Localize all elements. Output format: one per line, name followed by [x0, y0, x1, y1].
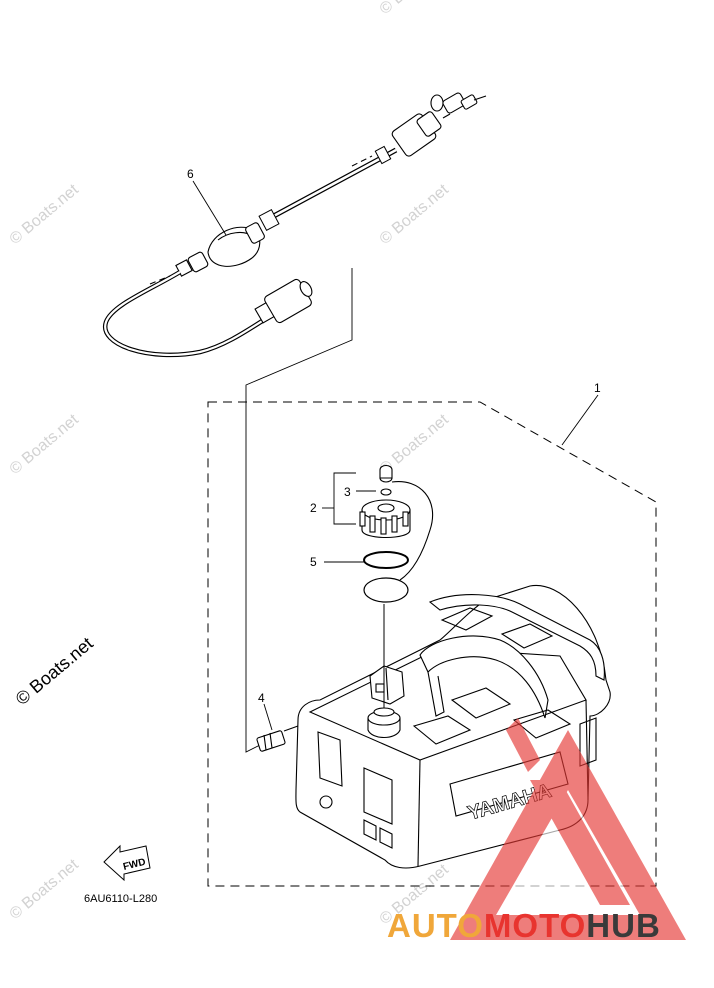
callout-3: 3 — [344, 485, 351, 499]
diagram-code: 6AU6110-L280 — [84, 893, 157, 905]
callout-2: 2 — [310, 501, 317, 515]
engine-connector — [391, 92, 487, 157]
fwd-arrow-icon: FWD — [103, 844, 151, 882]
watermark-text: © Boats.net — [7, 181, 83, 248]
callouts — [192, 180, 599, 731]
watermark-text: © Boats.net — [7, 411, 83, 478]
callout-4: 4 — [258, 691, 265, 705]
primer-bulb — [175, 222, 265, 277]
fwd-label: FWD — [122, 857, 147, 873]
logo-text-moto: MOTO — [484, 907, 586, 944]
filler-cap — [359, 464, 434, 581]
fuel-hose-assembly — [102, 92, 487, 358]
watermark-text: © Boats.net — [377, 0, 453, 18]
tank-fitting — [256, 725, 299, 752]
logo-triangle-icon — [450, 718, 686, 940]
watermark-text: © Boats.net — [377, 181, 453, 248]
callout-1: 1 — [594, 381, 601, 395]
reference-line — [245, 268, 353, 753]
tank-assembly-boundary — [207, 401, 657, 887]
hose-loop — [102, 270, 272, 358]
logo-text-auto: AUTO — [387, 907, 484, 944]
gasket — [363, 551, 409, 603]
logo-text-hub: HUB — [586, 907, 661, 944]
logo-text: AUTOMOTOHUB — [387, 907, 661, 944]
tank-connector — [254, 278, 313, 324]
watermark-text: © Boats.net — [7, 856, 83, 923]
callout-labels: 6 1 3 2 5 4 — [187, 167, 601, 705]
boats-net-watermark: © Boats.net — [12, 633, 97, 709]
callout-5: 5 — [310, 555, 317, 569]
callout-6: 6 — [187, 167, 194, 181]
automotohub-logo: AUTOMOTOHUB — [387, 718, 686, 944]
